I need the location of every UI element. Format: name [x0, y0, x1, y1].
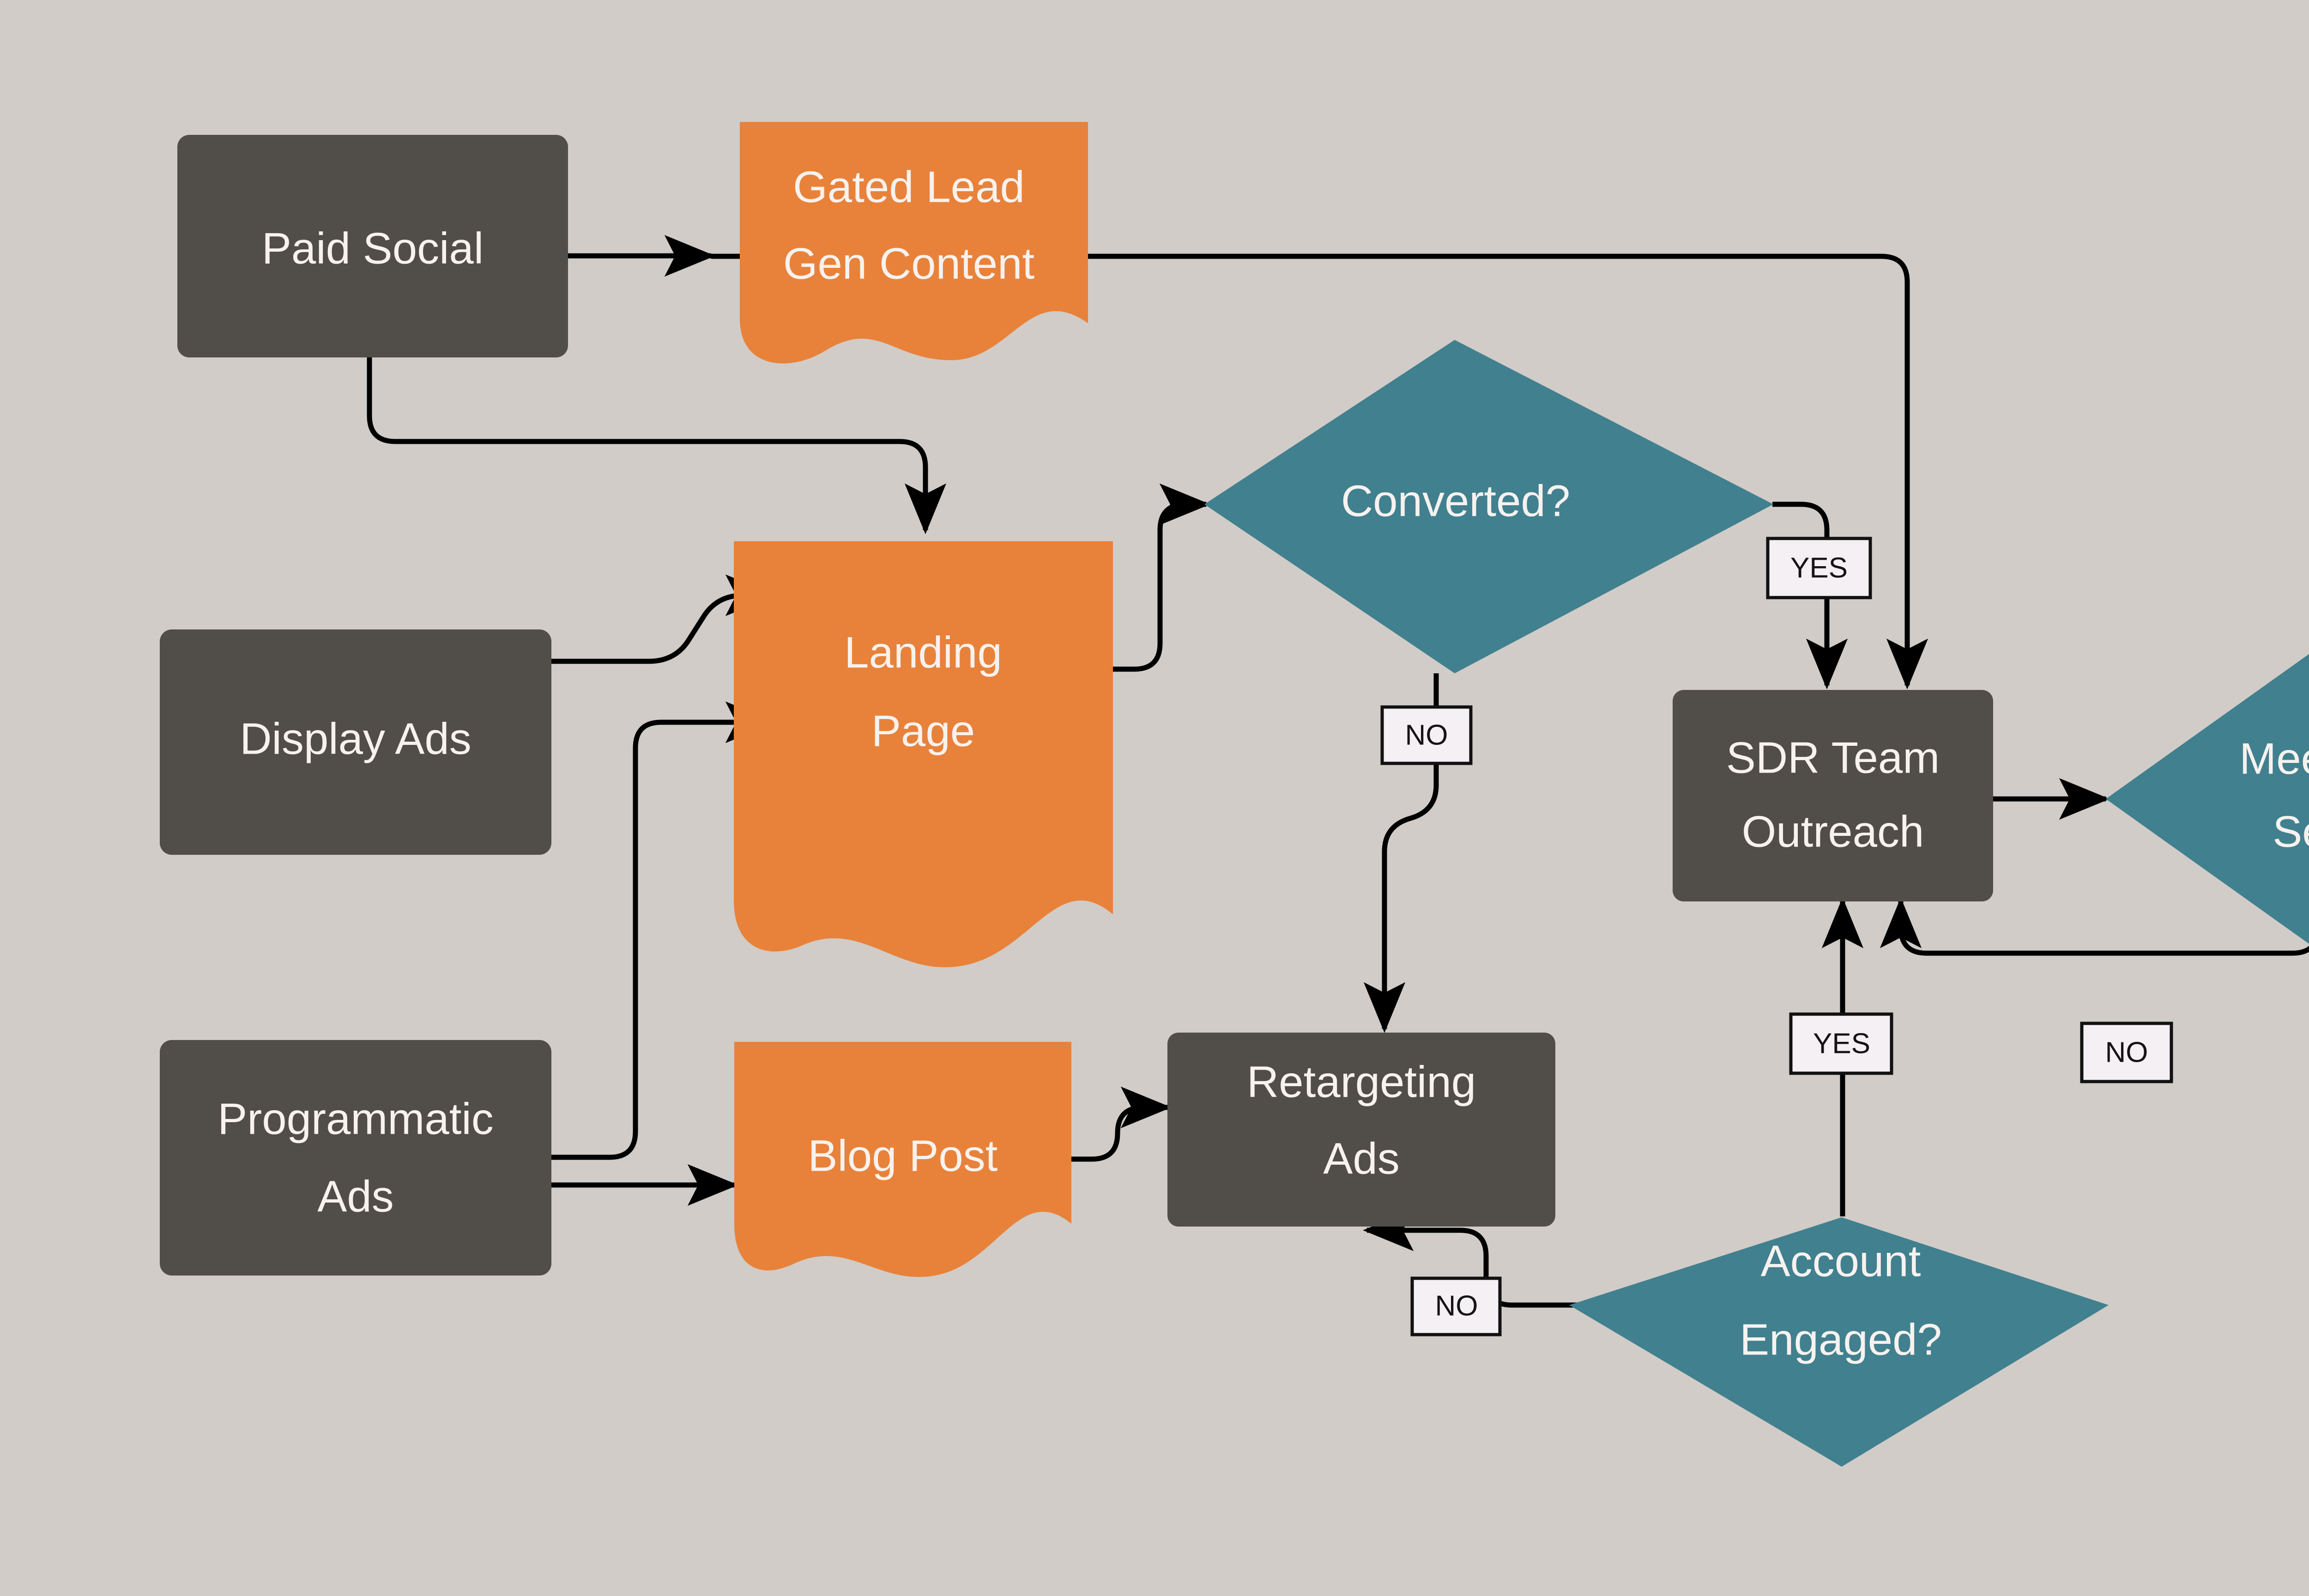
- node-account-engaged-label-line1: Account: [1761, 1236, 1921, 1286]
- edge-landing-page-to-converted: [1112, 483, 1210, 672]
- node-blog-post-label: Blog Post: [808, 1131, 998, 1180]
- edge-blog-post-to-retargeting-ads: [1066, 1086, 1172, 1162]
- node-meeting-set[interactable]: Meeting Set?: [2106, 647, 2309, 950]
- node-retargeting-ads[interactable]: Retargeting Ads: [1167, 1033, 1555, 1227]
- node-gated-lead-gen-content[interactable]: Gated Lead Gen Content: [740, 122, 1088, 364]
- edge-label-converted-no: NO: [1380, 705, 1473, 765]
- node-blog-post[interactable]: Blog Post: [734, 1042, 1071, 1277]
- node-retargeting-ads-label-line2: Ads: [1323, 1134, 1399, 1183]
- edge-label-account-engaged-no-text: NO: [1435, 1290, 1478, 1322]
- edge-paid-social-to-landing-page: [367, 357, 947, 534]
- edge-label-meeting-set-no: NO: [2080, 1022, 2173, 1083]
- node-landing-page-label-line1: Landing: [844, 628, 1002, 677]
- node-converted-label: Converted?: [1341, 476, 1570, 526]
- node-programmatic-ads[interactable]: Programmatic Ads: [160, 1040, 551, 1276]
- edge-meeting-set-no-to-sdr-outreach: [1880, 897, 2309, 956]
- edge-label-converted-yes-text: YES: [1790, 552, 1848, 584]
- node-paid-social[interactable]: Paid Social: [177, 135, 568, 357]
- node-landing-page-label-line2: Page: [871, 706, 975, 756]
- edge-label-converted-yes: YES: [1766, 537, 1872, 599]
- edge-display-ads-to-landing-page: [551, 574, 776, 664]
- node-programmatic-ads-label-line1: Programmatic: [218, 1094, 493, 1143]
- edge-label-account-engaged-no: NO: [1410, 1276, 1502, 1336]
- edge-label-account-engaged-yes-text: YES: [1813, 1028, 1870, 1059]
- node-sdr-outreach[interactable]: SDR Team Outreach: [1673, 690, 1993, 901]
- node-account-engaged[interactable]: Account Engaged?: [1569, 1217, 2109, 1467]
- edge-label-meeting-set-no-text: NO: [2105, 1036, 2148, 1068]
- node-meeting-set-label-line1: Meeting: [2239, 734, 2309, 783]
- node-retargeting-ads-label-line1: Retargeting: [1247, 1057, 1476, 1106]
- edge-programmatic-ads-to-landing-page: [551, 701, 776, 1160]
- node-converted[interactable]: Converted?: [1204, 340, 1773, 673]
- edge-label-converted-no-text: NO: [1405, 719, 1448, 751]
- node-gated-lead-label-line2: Gen Content: [783, 239, 1034, 288]
- node-account-engaged-label-line2: Engaged?: [1740, 1315, 1942, 1364]
- node-landing-page[interactable]: Landing Page: [734, 541, 1113, 967]
- node-gated-lead-label-line1: Gated Lead: [793, 162, 1025, 212]
- node-sdr-outreach-label-line2: Outreach: [1742, 807, 1924, 856]
- node-meeting-set-label-line2: Set?: [2273, 807, 2309, 856]
- edge-converted-no-to-retargeting-ads: [1363, 673, 1439, 1033]
- node-programmatic-ads-label-line2: Ads: [317, 1172, 393, 1221]
- edge-converted-yes-to-sdr-outreach: [1772, 502, 1848, 689]
- edge-label-account-engaged-yes: YES: [1789, 1012, 1893, 1075]
- node-display-ads-label: Display Ads: [240, 714, 471, 763]
- node-display-ads[interactable]: Display Ads: [160, 629, 551, 855]
- edge-gated-lead-to-sdr-outreach: [711, 254, 1928, 689]
- node-paid-social-label: Paid Social: [262, 224, 484, 273]
- node-sdr-outreach-label-line1: SDR Team: [1726, 733, 1940, 782]
